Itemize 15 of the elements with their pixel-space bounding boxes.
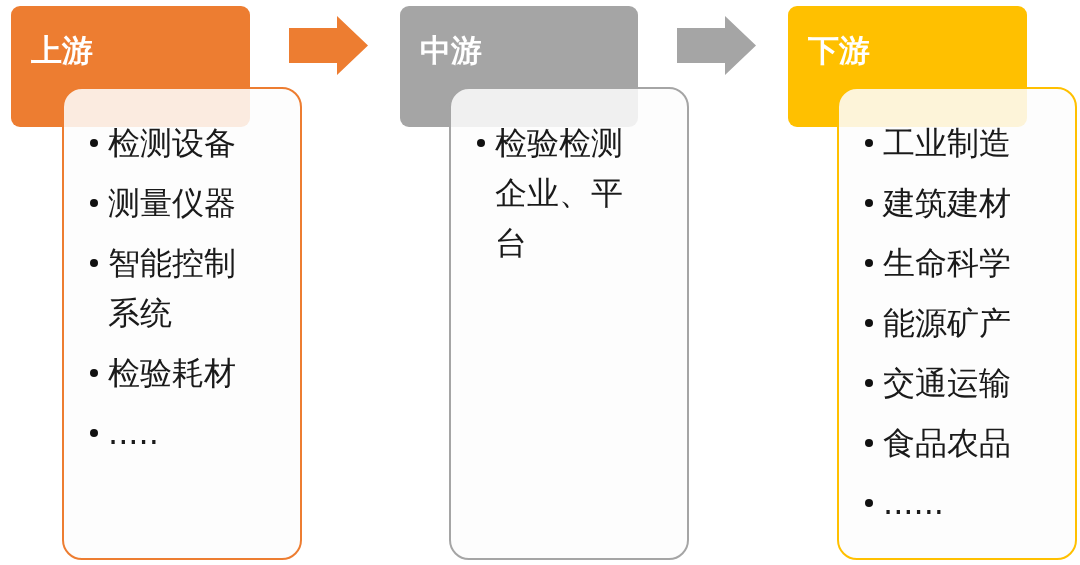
block-arrow xyxy=(289,16,368,75)
list-item: ...... xyxy=(883,483,945,524)
list-item: 测量仪器 xyxy=(108,183,236,224)
list-item: ..... xyxy=(108,413,159,454)
list-item: 建筑建材 xyxy=(883,183,1011,224)
block-arrow xyxy=(677,16,756,75)
list-item: 智能控制系统 xyxy=(108,243,237,334)
list-item: 检验耗材 xyxy=(108,353,236,394)
list-box xyxy=(62,87,302,560)
list-item: 生命科学 xyxy=(883,243,1011,284)
list-item: 食品农品 xyxy=(883,423,1011,464)
list-item: 交通运输 xyxy=(883,363,1011,404)
list-item: 能源矿产 xyxy=(883,303,1011,344)
list-box xyxy=(837,87,1077,560)
list-box xyxy=(449,87,689,560)
